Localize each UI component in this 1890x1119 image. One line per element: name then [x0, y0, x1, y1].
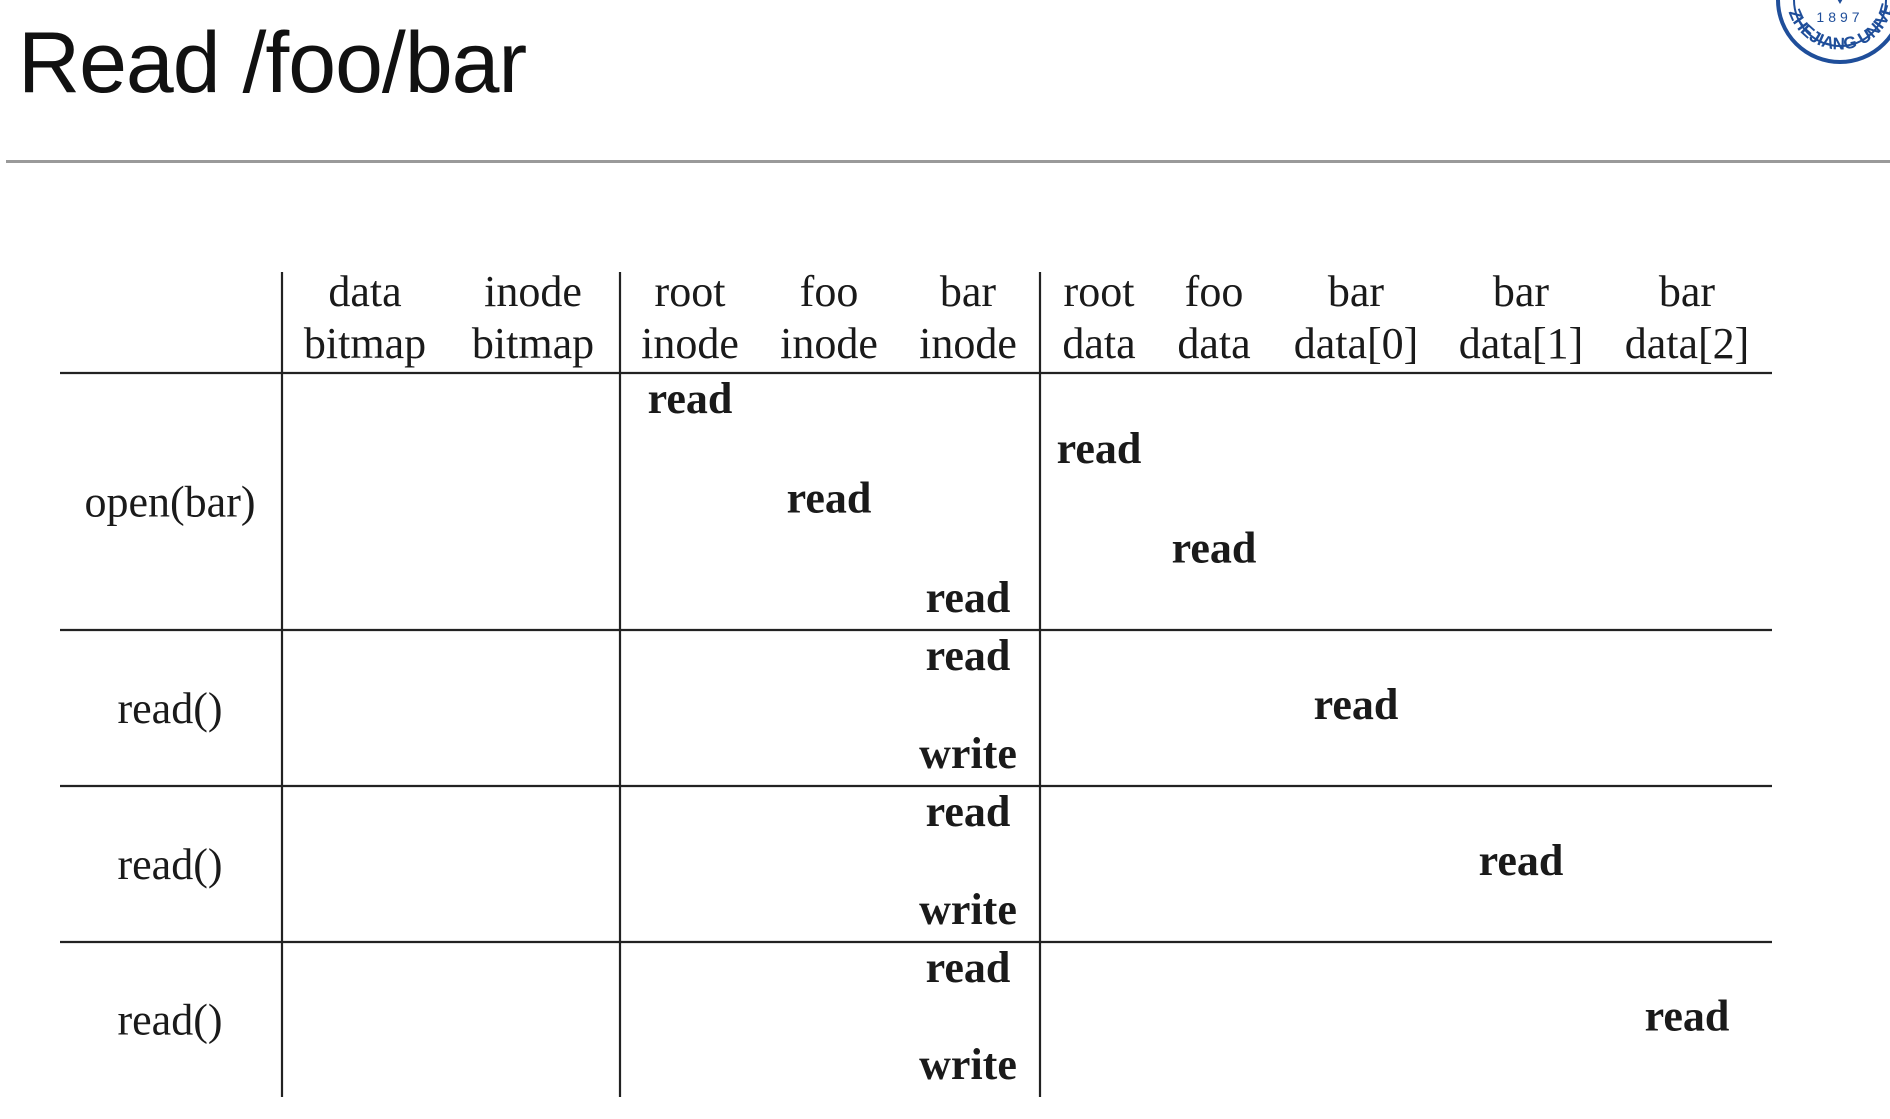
column-header-line2: data[1] [1459, 319, 1584, 368]
university-logo: 1897 ZHEJIANG UNIVERSITY [1750, 0, 1890, 64]
column-header-line2: data [1177, 319, 1250, 368]
page-title: Read /foo/bar [18, 15, 527, 111]
access-op-read: read [926, 631, 1011, 680]
row-label: read() [117, 840, 222, 889]
column-header-line2: data[0] [1294, 319, 1419, 368]
column-header-line1: foo [1185, 267, 1244, 316]
column-header-line2: inode [641, 319, 739, 368]
column-header-line1: inode [484, 267, 582, 316]
column-header-line2: inode [780, 319, 878, 368]
column-header-line2: bitmap [472, 319, 594, 368]
access-op-read: read [1479, 836, 1564, 885]
column-header-line2: inode [919, 319, 1017, 368]
access-op-read: read [1057, 424, 1142, 473]
access-op-write: write [919, 1040, 1017, 1089]
row-label: read() [117, 996, 222, 1045]
access-op-read: read [648, 374, 733, 423]
access-op-read: read [926, 573, 1011, 622]
column-header-line1: bar [1493, 267, 1550, 316]
column-header-line2: data [1062, 319, 1135, 368]
column-header-line2: bitmap [304, 319, 426, 368]
column-header-line1: foo [800, 267, 859, 316]
column-header-line1: data [328, 267, 401, 316]
column-header-line1: bar [940, 267, 997, 316]
logo-year: 1897 [1816, 9, 1863, 25]
column-header-line1: root [655, 267, 726, 316]
row-label: open(bar) [84, 478, 255, 527]
row-label: read() [117, 684, 222, 733]
access-op-read: read [1645, 992, 1730, 1041]
access-op-read: read [1172, 523, 1257, 572]
access-op-read: read [1314, 680, 1399, 729]
column-header-line1: bar [1328, 267, 1385, 316]
access-op-write: write [919, 729, 1017, 778]
title-divider [6, 160, 1890, 163]
access-op-read: read [926, 943, 1011, 992]
column-header-line1: bar [1659, 267, 1716, 316]
column-header-line1: root [1064, 267, 1135, 316]
access-op-write: write [919, 885, 1017, 934]
access-op-read: read [926, 787, 1011, 836]
access-op-read: read [787, 474, 872, 523]
column-header-line2: data[2] [1625, 319, 1750, 368]
